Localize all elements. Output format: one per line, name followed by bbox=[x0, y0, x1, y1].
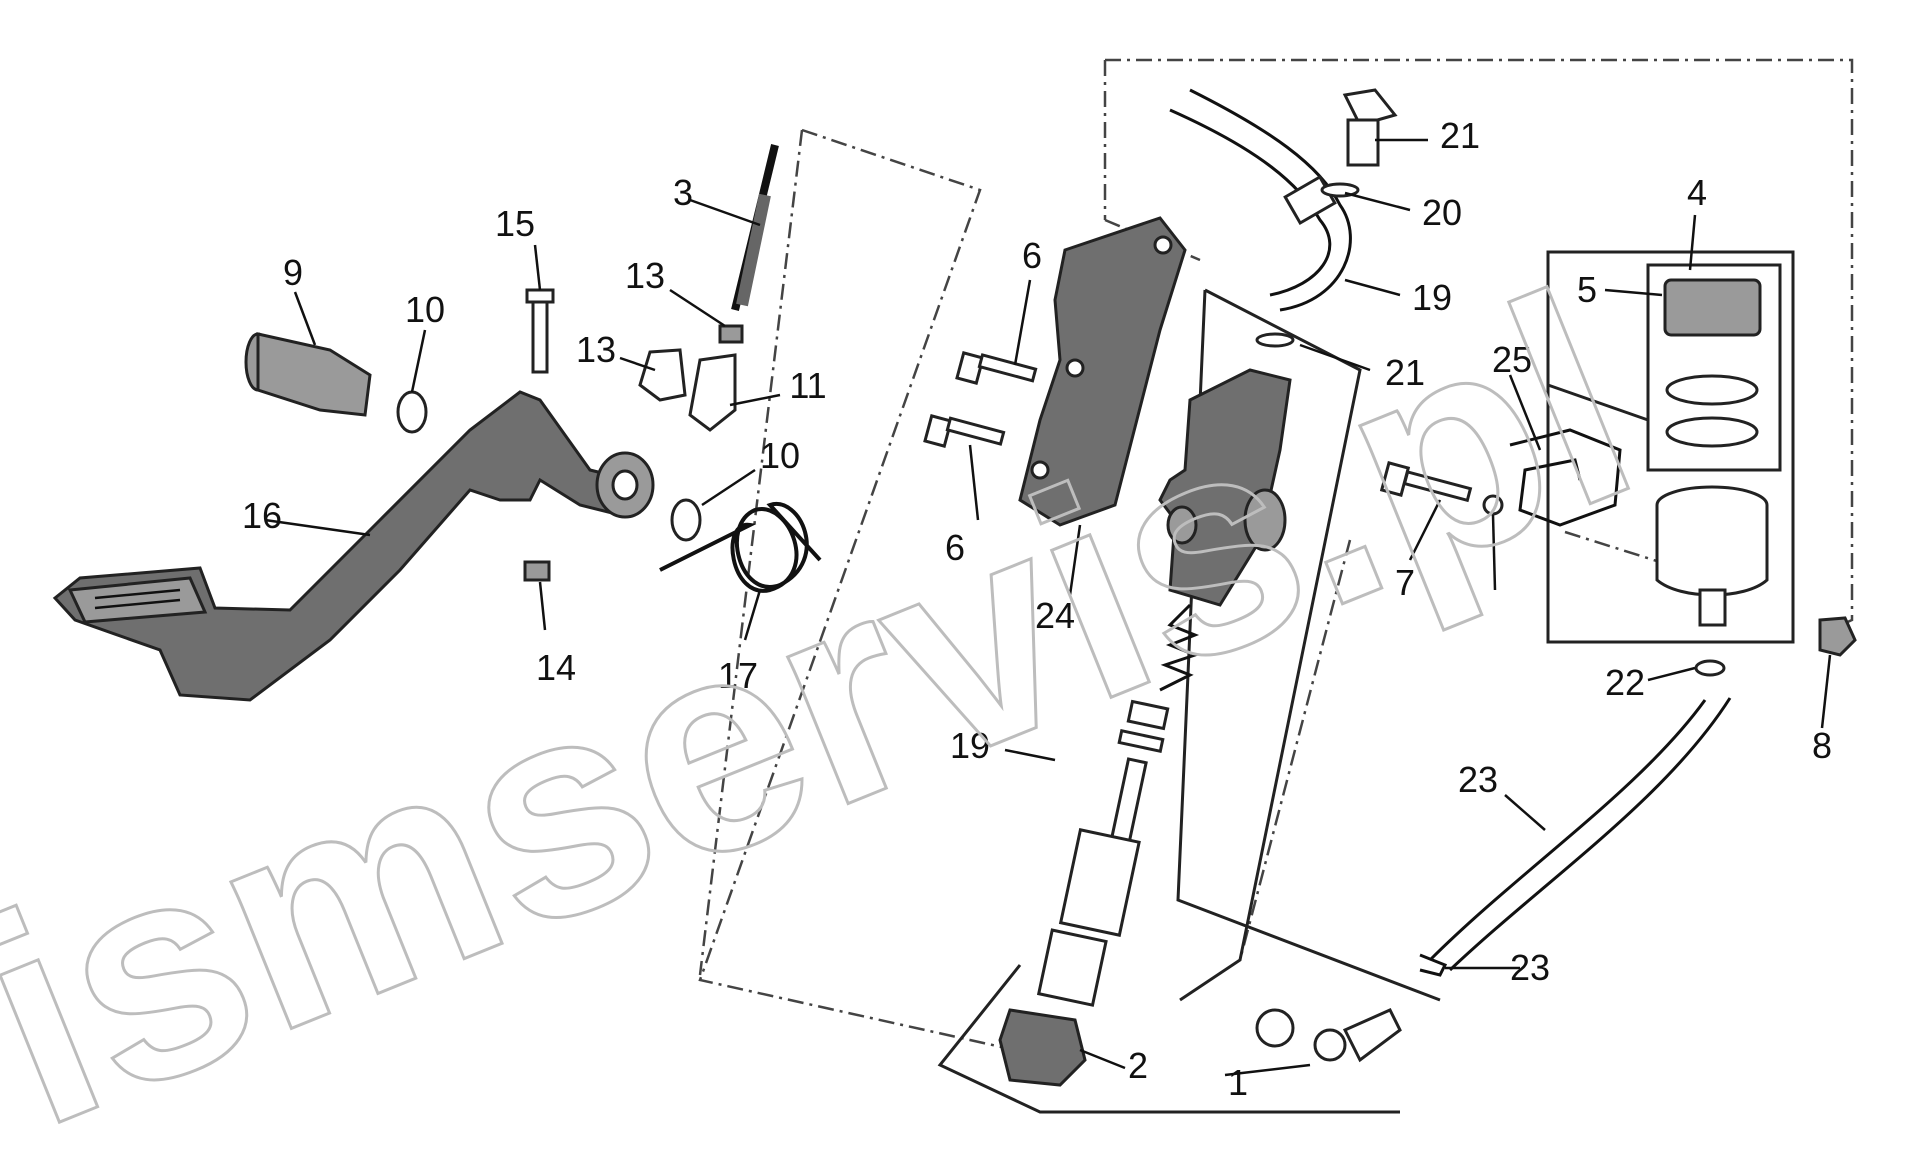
callout-15: 16 bbox=[242, 495, 282, 536]
hose-17 bbox=[1169, 88, 1352, 312]
callout-22: 23 bbox=[1458, 759, 1498, 800]
callout-17: 19 bbox=[1412, 277, 1452, 318]
callout-20: 21 bbox=[1440, 115, 1480, 156]
bolt-14 bbox=[525, 288, 555, 374]
hose-clamp-21b bbox=[1419, 953, 1448, 977]
nut-8 bbox=[1818, 616, 1857, 657]
pivot-pin bbox=[244, 332, 372, 417]
callout-9: 9 bbox=[283, 252, 303, 293]
o-ring-10a bbox=[396, 390, 428, 434]
callout-19a: 20 bbox=[1422, 192, 1462, 233]
callout-23: 24 bbox=[1035, 595, 1075, 636]
heat-shield-23 bbox=[1018, 216, 1187, 527]
hose-clamp-21a bbox=[1694, 659, 1726, 677]
callout-1: 1 bbox=[1228, 1062, 1248, 1103]
callout-6b: 6 bbox=[945, 527, 965, 568]
callout-5: 5 bbox=[1577, 269, 1597, 310]
reservoir-cap bbox=[1663, 278, 1762, 448]
callout-21a: 22 bbox=[1605, 662, 1645, 703]
callout-18: 19 bbox=[950, 725, 990, 766]
washer-25 bbox=[1482, 494, 1504, 516]
callout-3: 3 bbox=[673, 172, 693, 213]
bracket-24 bbox=[1509, 428, 1622, 527]
brake-pedal bbox=[52, 390, 655, 702]
callout-24: 25 bbox=[1492, 339, 1532, 380]
bushing-13 bbox=[523, 560, 551, 582]
clevis-11 bbox=[688, 353, 737, 432]
callout-2: 2 bbox=[1128, 1045, 1148, 1086]
bolts-6 bbox=[923, 351, 1038, 448]
callout-6a: 6 bbox=[1022, 235, 1042, 276]
callout-19b: 21 bbox=[1385, 352, 1425, 393]
master-cylinder bbox=[1158, 368, 1292, 607]
return-spring-16 bbox=[659, 501, 822, 593]
callout-13b: 14 bbox=[536, 647, 576, 688]
banjo-bolt-20 bbox=[1342, 88, 1398, 167]
cylinder-internals bbox=[998, 603, 1200, 1087]
callout-12: 13 bbox=[576, 329, 616, 370]
leader-lines bbox=[264, 138, 1832, 1077]
reservoir-hose-22 bbox=[1428, 697, 1732, 972]
callout-10a: 10 bbox=[405, 289, 445, 330]
fitting-1 bbox=[1255, 1008, 1402, 1063]
callout-13a: 13 bbox=[625, 255, 665, 296]
callout-labels: 9 10 15 16 14 13 13 3 11 10 17 6 6 24 19… bbox=[242, 115, 1832, 1103]
washer-19b bbox=[1255, 332, 1295, 348]
callout-4: 4 bbox=[1687, 172, 1707, 213]
reservoir-body bbox=[1655, 485, 1769, 627]
pushrod-3 bbox=[731, 144, 779, 311]
callout-8: 8 bbox=[1812, 725, 1832, 766]
callout-10b: 10 bbox=[760, 435, 800, 476]
clip-12 bbox=[638, 348, 687, 402]
callout-21b: 23 bbox=[1510, 947, 1550, 988]
bushing-13b bbox=[718, 324, 744, 344]
reservoir-box bbox=[1546, 250, 1795, 644]
callout-14: 15 bbox=[495, 203, 535, 244]
callout-16: 17 bbox=[718, 655, 758, 696]
callout-7: 7 bbox=[1395, 562, 1415, 603]
callout-11: 11 bbox=[789, 365, 826, 406]
o-ring-10b bbox=[670, 498, 702, 542]
bolt-7 bbox=[1379, 461, 1473, 503]
